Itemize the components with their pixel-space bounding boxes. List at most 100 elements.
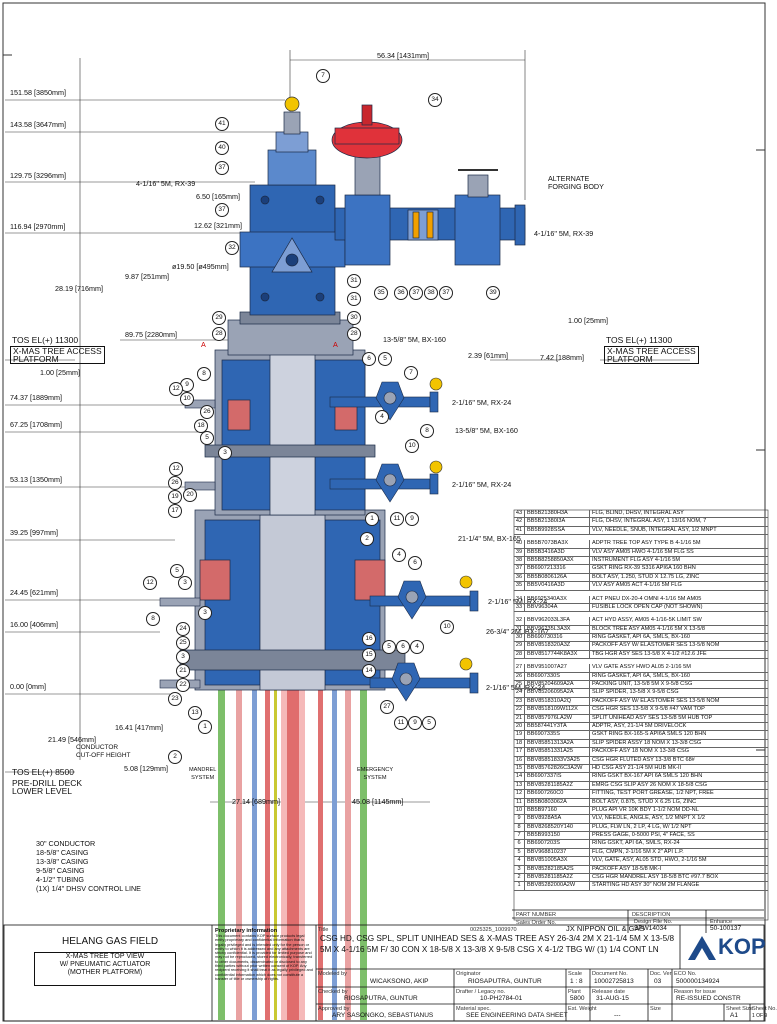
item-balloon: 21	[176, 664, 190, 678]
part-description: FLG, BLIND, DHSV, INTEGRAL ASY	[592, 510, 684, 516]
part-item-number: 9	[514, 815, 525, 823]
dim-elev-151: 151.58 [3850mm]	[10, 88, 66, 97]
part-item-number: 7	[514, 832, 525, 840]
part-item-number: 40	[514, 540, 525, 548]
part-description: GSKT RING RX-39 S316 API6A 160 BHN	[592, 565, 696, 572]
part-description: HD CSG ASY 21-1/4 5M HUB MK-II	[592, 764, 682, 771]
sales-order-label: Sales Order No.	[516, 920, 557, 926]
release-label: Release date	[592, 989, 625, 995]
wing-valve-assembly	[331, 104, 526, 266]
casing-label-1: 30" CONDUCTOR	[36, 839, 96, 848]
part-description: PLUG API VR 10K BDY 1-1/2 NOM DD-NL	[592, 806, 699, 813]
item-balloon: 10	[440, 620, 454, 634]
part-description: PACKOFF ASY 18 NOM X 13-3/8 CSG	[592, 748, 690, 755]
item-balloon: 10	[180, 392, 194, 406]
item-balloon: 28	[212, 327, 226, 341]
part-code: BBV85762826C3A2W	[525, 764, 590, 773]
item-balloon: 5	[422, 716, 436, 730]
item-balloon: 16	[362, 632, 376, 646]
modeled-by-label: Modeled by	[318, 971, 347, 977]
item-balloon: 36	[394, 286, 408, 300]
part-description: SLIP SPIDER ASSY 18 NOM X 13-3/8 CSG	[592, 739, 702, 746]
item-balloon: 9	[405, 512, 419, 526]
item-balloon: 40	[215, 141, 229, 155]
item-balloon: 5	[382, 640, 396, 654]
part-description: TBG HGR ASY SES 13-5/8 X 4-1/2 #12.6 JFE	[592, 650, 707, 657]
part-description: PACKOFF ASY W/ ELASTOMER SES 13-5/8 NOM	[592, 697, 720, 704]
emergency-system-label: EMERGENCY SYSTEM	[357, 767, 394, 781]
enhance-label: Enhance	[710, 919, 733, 925]
part-item-number: 35	[514, 582, 525, 590]
item-balloon: 29	[212, 311, 226, 325]
item-balloon: 14	[362, 664, 376, 678]
conn-2116-b-label: 2-1/16" 5M, RX-24	[452, 480, 512, 489]
dim-650: 6.50 [165mm]	[196, 192, 240, 201]
kop-logo: KOP	[684, 930, 766, 966]
item-balloon: 30	[347, 311, 361, 325]
item-balloon: 4	[375, 410, 389, 424]
part-description: BLOCK TREE ASY AM05 4-1/16 5M X 13-5/8	[592, 625, 705, 632]
item-balloon: 11	[390, 512, 404, 526]
part-code: BBV8518109W112X	[525, 706, 590, 714]
dim-top-width: 56.34 [1431mm]	[377, 51, 429, 60]
item-balloon: 26	[168, 476, 182, 490]
drawing-title: CSG HD, CSG SPL, SPLIT UNIHEAD SES & X-M…	[320, 934, 675, 954]
scale-label: Scale	[568, 971, 582, 977]
part-code: BB5B0806126A	[525, 573, 590, 582]
part-description: RING GSKT BX-167 API 6A SMLS 120 BHN	[592, 773, 703, 780]
part-item-number: 37	[514, 565, 525, 573]
item-balloon: 11	[394, 716, 408, 730]
originator: RIOSAPUTRA, GUNTUR	[468, 978, 542, 985]
sheet-label: Sheet No.	[752, 1006, 777, 1012]
wellhead-middle	[204, 349, 376, 516]
eco-number: 500000134924	[676, 978, 720, 985]
part-item-number: 34	[514, 595, 525, 603]
part-code: BBV8518320A3Z	[525, 642, 590, 650]
document-label: Document No.	[592, 971, 628, 977]
part-code: BB5V0416A3D	[525, 582, 590, 590]
part-description: ADPTR, ASY, 21-1/4 5M DRIVELOCK	[592, 722, 687, 729]
item-balloon: 20	[183, 488, 197, 502]
sheet-size-label: Sheet Size	[726, 1006, 754, 1012]
part-item-number: 10	[514, 806, 525, 815]
item-balloon: 27	[380, 700, 394, 714]
part-number-header: PART NUMBER	[516, 912, 557, 918]
part-item-number: 20	[514, 722, 525, 731]
item-balloon: 4	[392, 548, 406, 562]
part-item-number: 42	[514, 518, 525, 526]
conn-1358-top-label: 13-5/8" 5M, BX-160	[383, 335, 446, 344]
part-item-number: 4	[514, 857, 525, 865]
item-balloon: 22	[176, 678, 190, 692]
item-balloon: 17	[168, 504, 182, 518]
tos-left-label: TOS EL(+) 11300	[12, 335, 79, 345]
part-code: BB6907213316	[525, 565, 590, 573]
section-a-left: A	[201, 340, 206, 349]
item-balloon: 28	[347, 327, 361, 341]
part-item-number: 1	[514, 882, 525, 890]
item-balloon: 5	[170, 564, 184, 578]
item-balloon: 1	[198, 720, 212, 734]
approved-by-label: Approved by	[318, 1006, 350, 1012]
part-description: CSG HGR FLUTED ASY 13-3/8 BTC 68#	[592, 756, 695, 763]
part-code: BB690730316	[525, 634, 590, 642]
plant-label: Plant	[568, 989, 581, 995]
conn-right-label: 4-1/16" 5M, RX-39	[534, 229, 594, 238]
size-label: Size	[650, 1006, 661, 1012]
part-code: BBV85204609A2A	[525, 681, 590, 689]
part-item-number: 16	[514, 756, 525, 764]
title-block-frame	[3, 909, 765, 1022]
side-valve-lower	[369, 575, 479, 620]
item-balloon: 10	[405, 439, 419, 453]
item-balloon: 12	[169, 462, 183, 476]
item-balloon: 19	[168, 490, 182, 504]
item-balloon: 37	[439, 286, 453, 300]
part-description: ADPTR TREE TOP ASY TYPE B 4-1/16 5M	[592, 540, 701, 547]
tos-right-label: TOS EL(+) 11300	[606, 335, 673, 345]
